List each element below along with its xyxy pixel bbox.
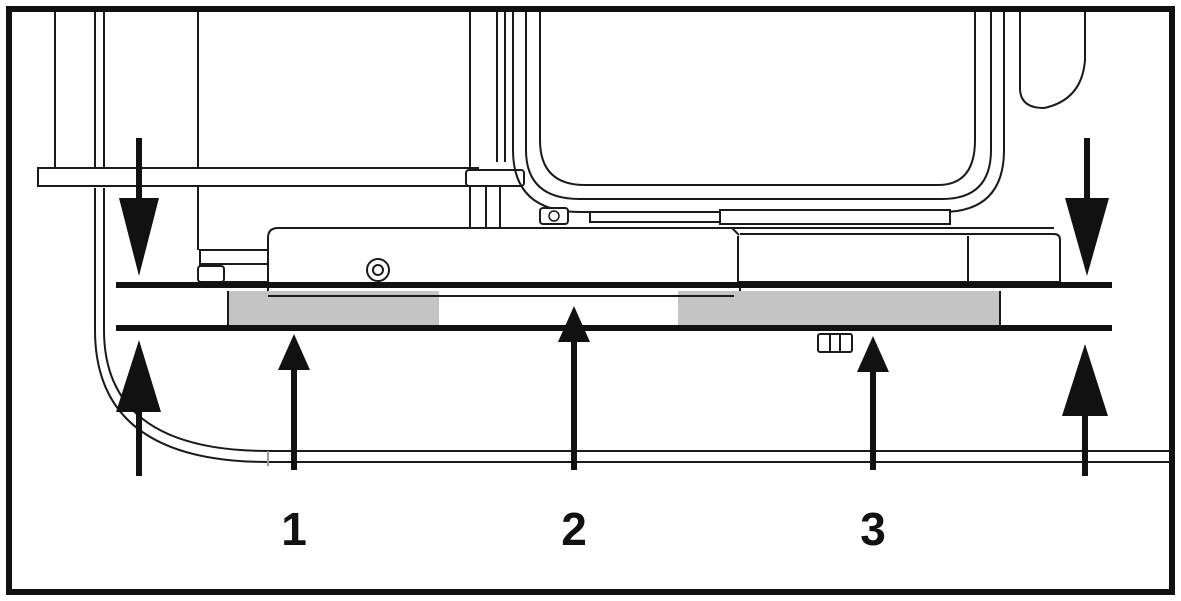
- callout-2-pointer: [558, 306, 590, 470]
- bottom-nut: [817, 333, 853, 353]
- diagram-frame: [6, 6, 1175, 595]
- tray-screw: [366, 258, 390, 282]
- callout-3-label: 3: [860, 503, 886, 555]
- lower-reference-line: [116, 325, 1112, 331]
- housing-bolt: [539, 207, 569, 225]
- rounded-housing: [512, 12, 1005, 213]
- arrows: [116, 138, 1109, 476]
- callout-1-pointer: [278, 334, 310, 470]
- housing-foot: [589, 209, 951, 225]
- frame-posts: [197, 12, 506, 250]
- upper-reference-line: [116, 282, 1112, 288]
- left-bottom-arrow-up: [116, 340, 161, 476]
- horizontal-rail: [37, 167, 525, 228]
- right-top-arrow-down: [1065, 138, 1109, 276]
- spacer-strip: [227, 291, 1001, 325]
- side-clip: [197, 265, 225, 283]
- callout-3-pointer: [857, 336, 889, 470]
- corner-bracket: [1019, 12, 1086, 110]
- callout-1-label: 1: [281, 503, 307, 555]
- right-bottom-arrow-up: [1062, 344, 1108, 476]
- left-top-arrow-down: [119, 138, 159, 276]
- callout-2-label: 2: [561, 503, 587, 555]
